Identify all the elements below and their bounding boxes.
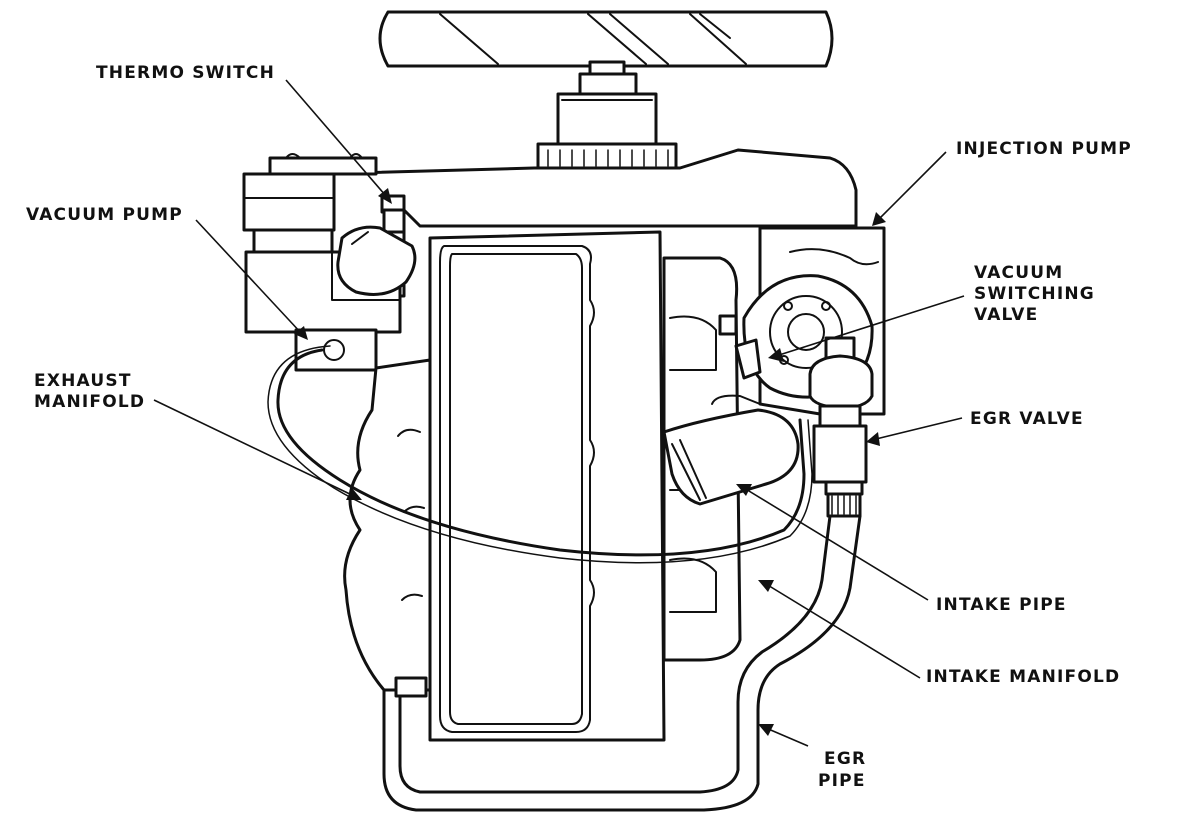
label-egr-pipe-2: PIPE xyxy=(818,771,866,791)
vacuum-pump-body xyxy=(242,153,402,372)
leader-lines xyxy=(153,79,965,747)
intake-pipe xyxy=(662,394,800,506)
label-thermo-switch: THERMO SWITCH xyxy=(96,63,275,83)
leader-injection-pump xyxy=(877,151,947,221)
label-egr-pipe-1: EGR xyxy=(824,749,866,769)
label-vacuum-switching-valve-2: SWITCHING xyxy=(974,284,1095,304)
leader-vacuum-pump xyxy=(195,219,303,335)
fan xyxy=(378,10,834,68)
label-vacuum-pump: VACUUM PUMP xyxy=(26,205,183,225)
label-intake-pipe: INTAKE PIPE xyxy=(936,595,1067,615)
fan-hub xyxy=(536,60,678,170)
egr-pipe xyxy=(382,514,862,812)
leader-thermo-switch xyxy=(285,79,387,197)
valve-cover xyxy=(428,230,666,742)
label-intake-manifold: INTAKE MANIFOLD xyxy=(926,667,1120,687)
exhaust-manifold xyxy=(343,358,432,692)
vacuum-hose xyxy=(267,345,813,564)
leader-intake-manifold xyxy=(765,583,921,679)
leader-egr-valve xyxy=(871,417,963,441)
thermo-switch xyxy=(336,194,417,296)
label-exhaust-manifold-1: EXHAUST xyxy=(34,371,132,391)
label-injection-pump: INJECTION PUMP xyxy=(956,139,1132,159)
leader-exhaust-manifold xyxy=(153,399,355,497)
leader-vacuum-switching-valve xyxy=(775,295,965,357)
label-egr-valve: EGR VALVE xyxy=(970,409,1084,429)
label-vacuum-switching-valve-3: VALVE xyxy=(974,305,1038,325)
label-vacuum-switching-valve-1: VACUUM xyxy=(974,263,1063,283)
leader-intake-pipe xyxy=(743,487,929,601)
label-exhaust-manifold-2: MANIFOLD xyxy=(34,392,145,412)
leader-egr-pipe xyxy=(765,727,809,747)
labels: THERMO SWITCH INJECTION PUMP VACUUM PUMP… xyxy=(26,63,1132,791)
egr-valve xyxy=(808,336,874,518)
engine-top-cover xyxy=(318,148,858,298)
